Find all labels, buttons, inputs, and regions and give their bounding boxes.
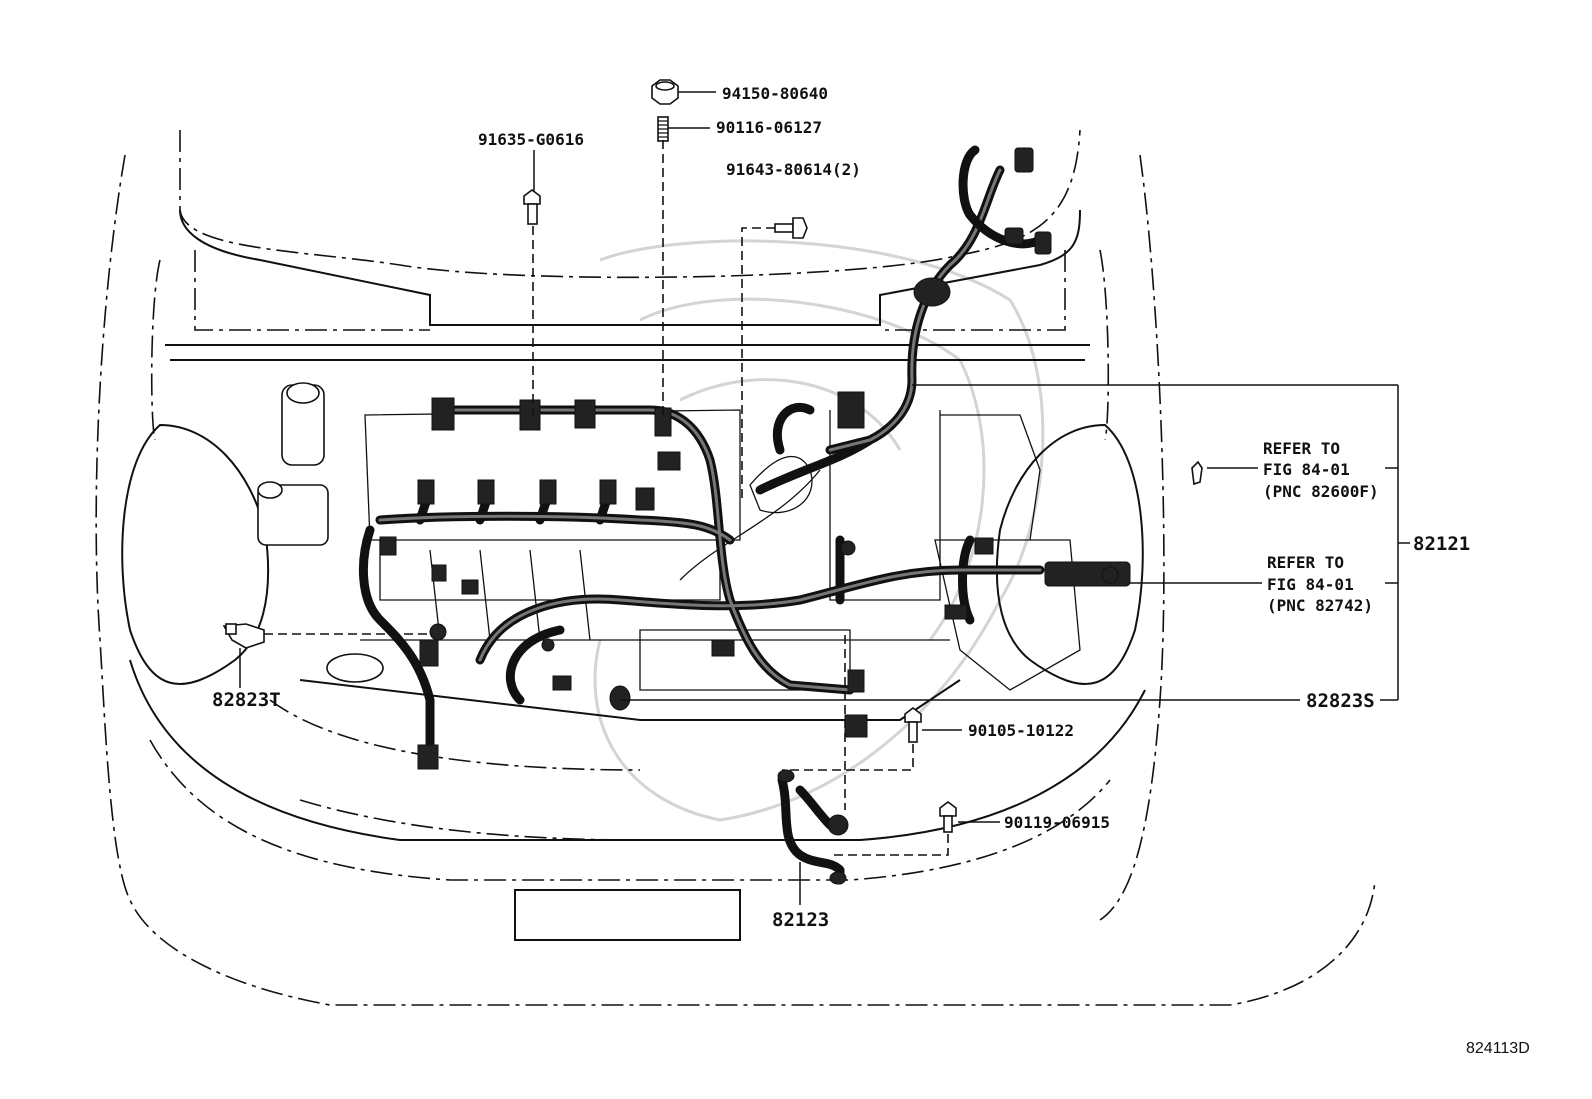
callout-94150-80640: 94150-80640 <box>722 84 828 103</box>
vehicle-body-outline <box>95 129 1376 1006</box>
leader-lines <box>239 91 1410 905</box>
connector-icon <box>379 391 1131 770</box>
ref2-line1: REFER TO <box>1267 553 1344 572</box>
callout-82123: 82123 <box>772 909 829 931</box>
bolt-icon <box>939 801 957 833</box>
engine-bay <box>257 382 1081 691</box>
ref1-line1: REFER TO <box>1263 439 1340 458</box>
callout-90116-06127: 90116-06127 <box>716 118 822 137</box>
wire-harness-icon <box>358 145 1052 765</box>
callout-82823S: 82823S <box>1306 690 1375 712</box>
ref2-line3: (PNC 82742) <box>1267 596 1373 615</box>
bolt-icon <box>523 189 541 225</box>
callout-90119-06915: 90119-06915 <box>1004 813 1110 832</box>
callout-82121: 82121 <box>1413 533 1470 555</box>
engine-wire-82123 <box>777 769 849 885</box>
clip-icon <box>774 217 808 239</box>
stud-icon <box>657 116 669 142</box>
ref1-line2: FIG 84-01 <box>1263 460 1350 479</box>
ref1-line3: (PNC 82600F) <box>1263 482 1379 501</box>
callout-90105-10122: 90105-10122 <box>968 721 1074 740</box>
callout-91635-G0616: 91635-G0616 <box>478 130 584 149</box>
callout-91643-80614: 91643-80614(2) <box>726 160 861 179</box>
nut-icon <box>651 79 679 105</box>
connector-icon <box>222 623 265 649</box>
connector-icon <box>1191 460 1203 486</box>
callout-82823T: 82823T <box>212 689 281 711</box>
figure-id: 824113D <box>1466 1040 1530 1057</box>
callout-labels: 94150-80640 90116-06127 91635-G0616 9164… <box>212 84 1530 1057</box>
ref2-line2: FIG 84-01 <box>1267 575 1354 594</box>
bolt-icon <box>904 707 922 743</box>
